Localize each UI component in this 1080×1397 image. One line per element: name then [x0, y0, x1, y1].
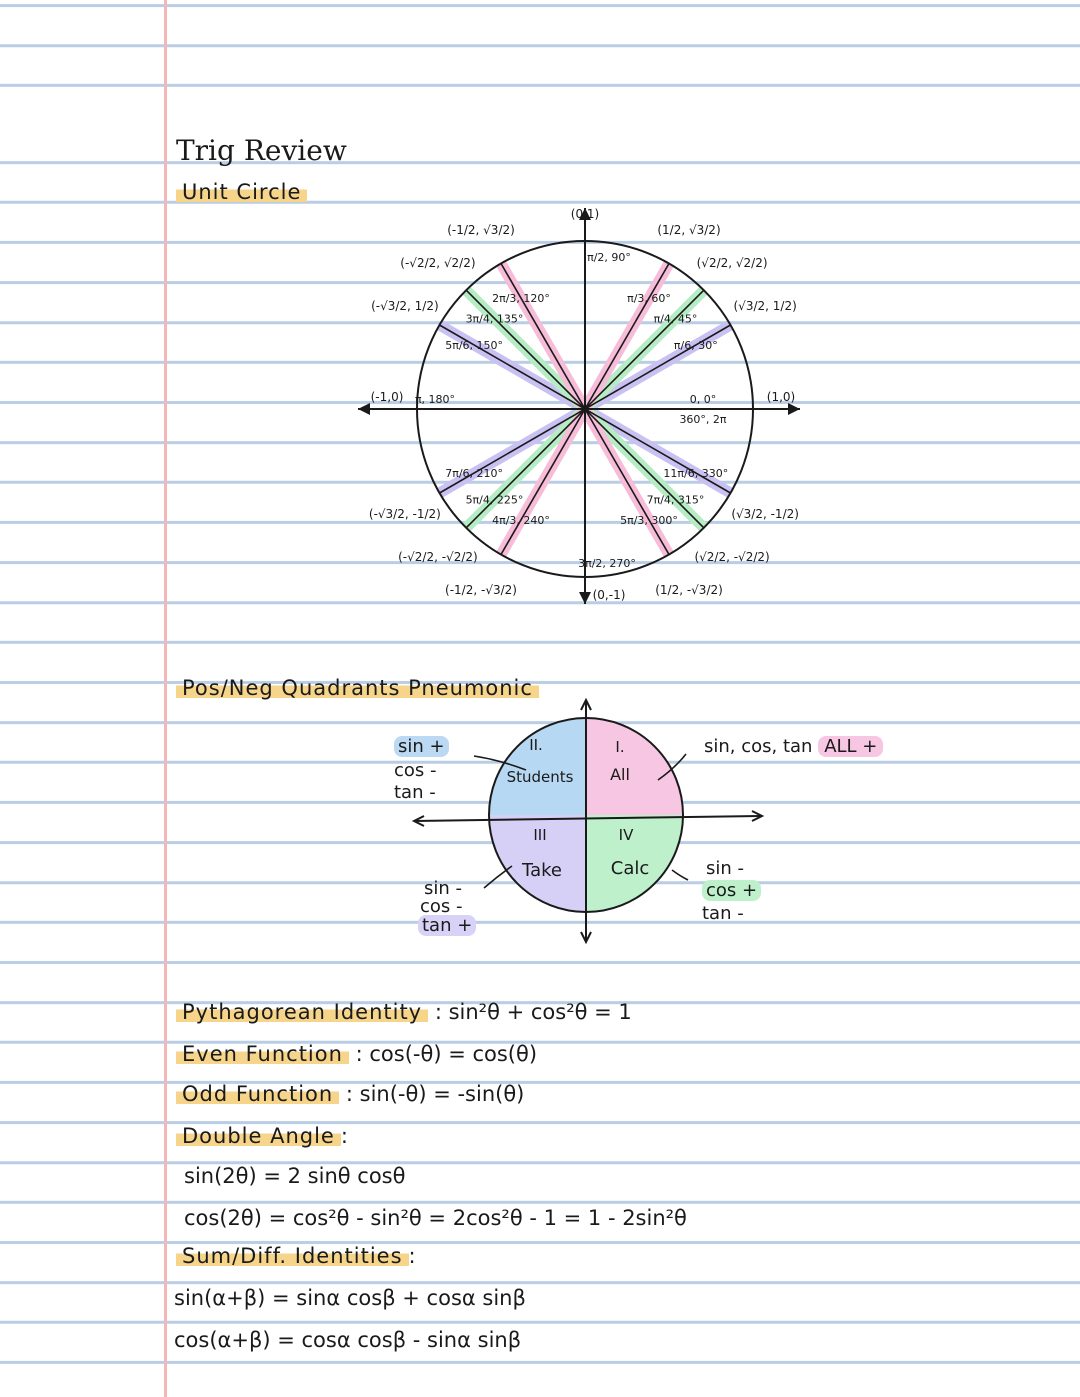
quad-arrow-left: [411, 815, 425, 827]
coord-label-330: (√3/2, -1/2): [731, 507, 799, 521]
q4-numeral: IV: [619, 826, 634, 844]
angle-label-210: 7π/6, 210°: [445, 467, 503, 480]
q2-numeral: II.: [529, 736, 543, 754]
unit-circle-diagram: (1,0) 0, 0° 360°, 2π (√3/2, 1/2) π/6, 30° (√2…: [358, 207, 800, 604]
even-equation: : cos(-θ) = cos(θ): [355, 1042, 538, 1066]
pythagorean-identity: Pythagorean Identity : sin²θ + cos²θ = 1: [176, 1000, 632, 1024]
q3-pointer: [483, 865, 513, 889]
q2-sign-cos: cos -: [394, 760, 437, 781]
quadrant-1-fill: [586, 718, 683, 815]
sum-cos-identity: cos(α+β) = cosα cosβ - sinα sinβ: [174, 1328, 522, 1352]
double-angle-cos: cos(2θ) = cos²θ - sin²θ = 2cos²θ - 1 = 1…: [184, 1206, 687, 1230]
q4-sign-cos: cos +: [702, 880, 762, 901]
coord-label-180: (-1,0): [371, 390, 404, 404]
sum-diff-heading: Sum/Diff. Identities:: [176, 1244, 416, 1268]
angle-label-240: 4π/3, 240°: [492, 514, 550, 527]
quadrant-diagram: II. Students I. All III Take IV Calc: [411, 697, 765, 945]
margin-line: [164, 0, 167, 1397]
coord-label-90: (0,1): [571, 207, 599, 221]
angle-label-60: π/3, 60°: [627, 292, 671, 305]
q4-pointer: [671, 869, 689, 881]
sum-sin-identity: sin(α+β) = sinα cosβ + cosα sinβ: [174, 1286, 526, 1310]
coord-label-120: (-1/2, √3/2): [447, 223, 515, 237]
angle-label-360: 360°, 2π: [679, 413, 726, 426]
q2-sign-sin: sin +: [394, 736, 449, 757]
even-function: Even Function : cos(-θ) = cos(θ): [176, 1042, 537, 1066]
angle-label-225: 5π/4, 225°: [466, 494, 524, 507]
angle-label-45: π/4, 45°: [654, 312, 698, 325]
quadrant-4-fill: [586, 815, 683, 912]
unit-arrow-left: [358, 403, 370, 415]
quad-x-axis: [414, 815, 761, 822]
quadrant-3-fill: [489, 815, 586, 912]
unit-arrow-right: [788, 403, 800, 415]
odd-label: Odd Function: [176, 1082, 340, 1106]
page-title: Trig Review: [176, 134, 347, 167]
coord-label-300: (1/2, -√3/2): [655, 583, 723, 597]
q4-sign-sin: sin -: [706, 858, 745, 879]
q3-word: Take: [521, 860, 562, 881]
heading-quadrants: Pos/Neg Quadrants Pneumonic: [176, 676, 539, 700]
q3-numeral: III: [533, 826, 546, 844]
coord-label-270: (0,-1): [593, 588, 626, 602]
q2-sign-tan: tan -: [394, 782, 436, 803]
angle-label-150: 5π/6, 150°: [445, 339, 503, 352]
q3-sign-sin: sin -: [424, 878, 463, 899]
coord-label-150: (-√3/2, 1/2): [371, 299, 439, 313]
pythagorean-equation: : sin²θ + cos²θ = 1: [434, 1000, 632, 1024]
sum-diff-label: Sum/Diff. Identities: [176, 1244, 409, 1268]
quad-arrow-down: [580, 931, 592, 945]
coord-label-315: (√2/2, -√2/2): [694, 550, 769, 564]
angle-label-270: 3π/2, 270°: [578, 557, 636, 570]
q1-pointer: [657, 753, 687, 781]
double-angle-heading: Double Angle:: [176, 1124, 348, 1148]
q4-sign-tan: tan -: [702, 903, 744, 924]
angle-label-135: 3π/4, 135°: [466, 312, 524, 325]
angle-label-180: π, 180°: [415, 393, 455, 406]
angle-label-90: π/2, 90°: [587, 251, 631, 264]
q1-numeral: I.: [615, 738, 624, 756]
coord-label-60: (1/2, √3/2): [657, 223, 720, 237]
quad-arrow-right: [751, 810, 765, 822]
heading-unit-circle: Unit Circle: [176, 180, 308, 204]
coord-label-135: (-√2/2, √2/2): [400, 256, 475, 270]
coord-label-30: (√3/2, 1/2): [734, 299, 797, 313]
coord-label-0: (1,0): [767, 390, 795, 404]
angle-label-0: 0, 0°: [690, 393, 717, 406]
angle-label-120: 2π/3, 120°: [492, 292, 550, 305]
coord-label-225: (-√2/2, -√2/2): [398, 550, 478, 564]
q3-sign-cos: cos -: [420, 896, 463, 917]
angle-label-300: 5π/3, 300°: [620, 514, 678, 527]
odd-equation: : sin(-θ) = -sin(θ): [345, 1082, 525, 1106]
unit-circle-outline: [416, 240, 754, 578]
pythagorean-label: Pythagorean Identity: [176, 1000, 429, 1024]
coord-label-45: (√2/2, √2/2): [697, 256, 768, 270]
odd-function: Odd Function : sin(-θ) = -sin(θ): [176, 1082, 524, 1106]
double-angle-label: Double Angle: [176, 1124, 341, 1148]
q1-word: All: [610, 765, 630, 784]
q4-word: Calc: [611, 858, 650, 879]
coord-label-240: (-1/2, -√3/2): [445, 583, 517, 597]
unit-arrow-down: [579, 592, 591, 604]
q1-note-highlight: ALL +: [818, 736, 884, 757]
q3-sign-tan: tan +: [418, 915, 477, 936]
angle-line-150: [439, 324, 731, 494]
q1-note-text: sin, cos, tan: [704, 736, 813, 757]
angle-label-330: 11π/6, 330°: [663, 467, 728, 480]
q2-word: Students: [507, 768, 574, 786]
q2-pointer: [473, 755, 527, 771]
angle-label-315: 7π/4, 315°: [647, 494, 705, 507]
unit-arrow-up: [579, 208, 591, 220]
double-angle-sin: sin(2θ) = 2 sinθ cosθ: [184, 1164, 406, 1188]
angle-label-30: π/6, 30°: [674, 339, 718, 352]
q1-note: sin, cos, tan ALL +: [704, 736, 884, 757]
coord-label-210: (-√3/2, -1/2): [369, 507, 441, 521]
even-label: Even Function: [176, 1042, 349, 1066]
quadrant-2-fill: [489, 718, 586, 815]
quad-arrow-up: [580, 697, 592, 711]
